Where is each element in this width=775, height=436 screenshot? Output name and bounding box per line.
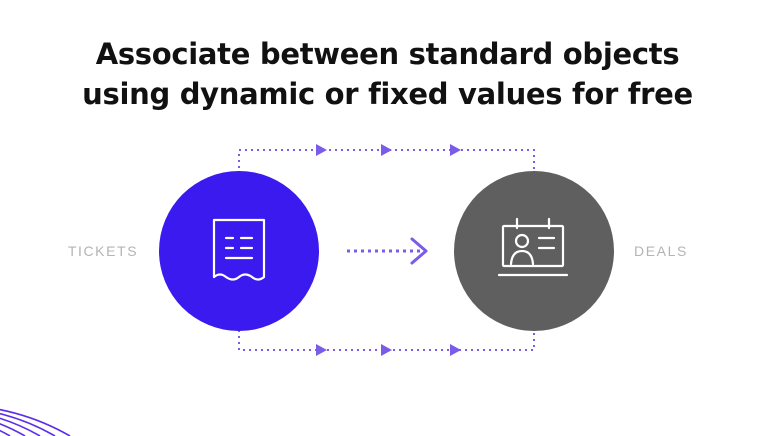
receipt-icon (212, 218, 266, 281)
tickets-label: TICKETS (68, 243, 138, 259)
decorative-arcs (0, 408, 71, 436)
top-connector-path (238, 149, 535, 180)
arrow-right-icon (381, 144, 392, 156)
arrow-right-icon (316, 144, 327, 156)
id-card-icon (497, 217, 569, 277)
page-title: Associate between standard objects using… (0, 34, 775, 114)
title-line-1: Associate between standard objects (95, 37, 680, 71)
tickets-circle (159, 171, 319, 331)
arrow-right-icon (381, 344, 392, 356)
bottom-connector (238, 324, 535, 356)
deals-circle (454, 171, 614, 331)
bottom-connector-path (238, 324, 535, 351)
arrow-right-icon (450, 344, 461, 356)
title-line-2: using dynamic or fixed values for free (82, 77, 693, 111)
tickets-node (159, 171, 319, 331)
arrow-right-icon (316, 344, 327, 356)
deals-label: DEALS (634, 243, 688, 259)
chevron-right-icon (410, 237, 428, 265)
middle-connector (347, 237, 428, 265)
top-connector (238, 144, 535, 180)
deals-node (454, 171, 614, 331)
arrow-right-icon (450, 144, 461, 156)
